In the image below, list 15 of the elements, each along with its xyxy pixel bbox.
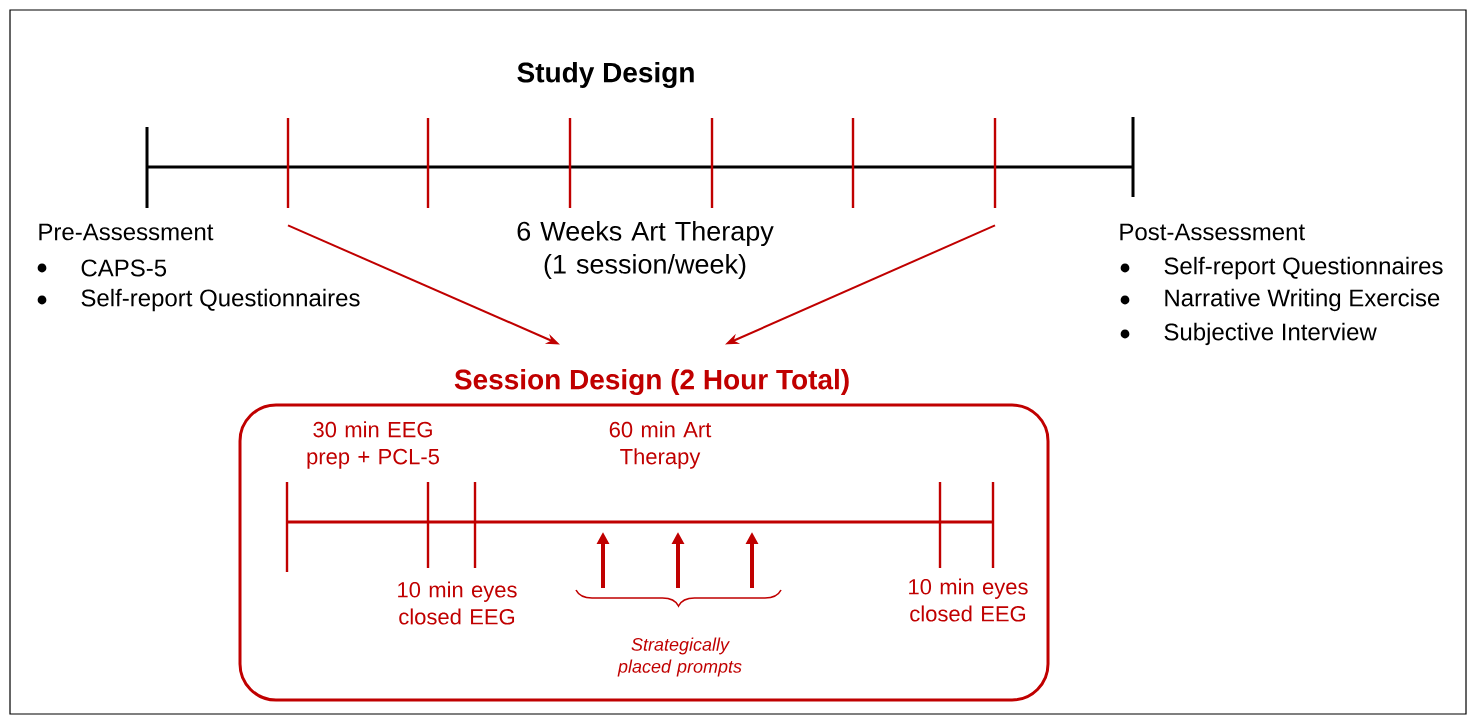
label: 60 min Art Therapy (609, 421, 712, 469)
heading: Post-Assessment (1120, 223, 1305, 241)
label: 10 min eyes closed EEG (398, 581, 517, 625)
label: 10 min eyes closed EEG (909, 578, 1028, 622)
list-item: Self-report Questionnaires (81, 288, 360, 312)
list-item: Narrative Writing Exercise (1165, 288, 1440, 312)
heading: Pre-Assessment (39, 223, 214, 241)
label: 30 min EEG prep + PCL-5 (307, 421, 439, 469)
title: Study Design (517, 61, 694, 89)
list-item: CAPS-5 (81, 259, 167, 277)
note: Strategically placed prompts (617, 637, 742, 677)
list-item: Subjective Interview (1164, 322, 1377, 346)
node-label: Session Design (2 Hour Total) (454, 368, 849, 396)
timeline-drawing (145, 115, 1135, 210)
list-item: Self-report Questionnaires (1164, 256, 1443, 280)
